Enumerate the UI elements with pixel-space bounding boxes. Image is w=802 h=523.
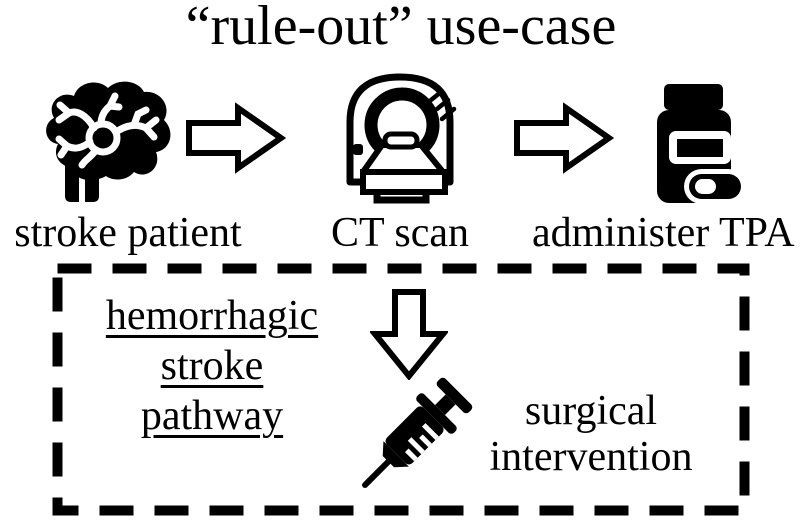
pathway-name-line-2: stroke bbox=[160, 343, 264, 389]
down-arrow-icon bbox=[370, 289, 448, 380]
pathway-name-line-3: pathway bbox=[140, 393, 284, 439]
ct-scanner-icon bbox=[346, 73, 457, 204]
flow-arrow-1-icon bbox=[186, 102, 286, 174]
syringe-icon bbox=[362, 377, 473, 488]
diagram-title: “rule-out” use-case bbox=[185, 0, 617, 57]
pill-bottle-icon bbox=[657, 84, 746, 204]
brain-icon bbox=[46, 81, 171, 202]
step-label-ct-scan: CT scan bbox=[330, 210, 470, 256]
step-label-stroke-patient: stroke patient bbox=[14, 210, 242, 256]
pathway-name: hemorrhagic stroke pathway bbox=[62, 291, 362, 441]
outcome-label: surgical intervention bbox=[468, 388, 714, 480]
pathway-name-line-1: hemorrhagic bbox=[105, 293, 319, 339]
hemorrhagic-pathway-box bbox=[52, 263, 750, 516]
flow-arrow-2-icon bbox=[514, 102, 614, 174]
outcome-label-line-2: intervention bbox=[489, 434, 693, 480]
step-label-administer-tpa: administer TPA bbox=[532, 210, 795, 256]
outcome-label-line-1: surgical bbox=[524, 388, 658, 434]
